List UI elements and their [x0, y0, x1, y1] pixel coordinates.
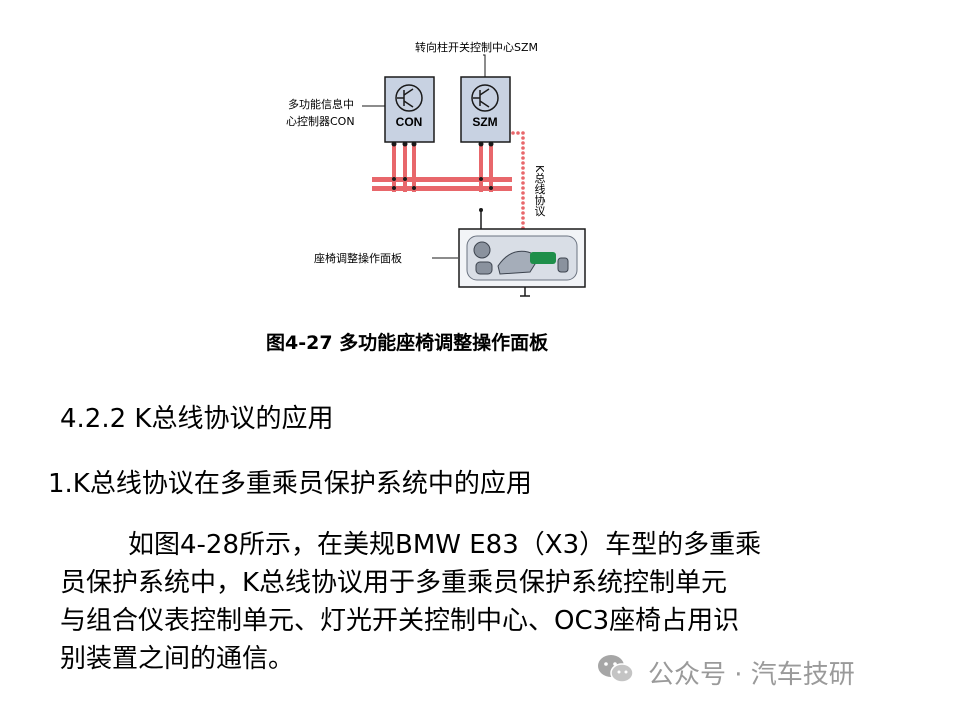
con-module: CON: [384, 76, 435, 143]
con-module-label: CON: [396, 115, 423, 129]
seat-panel-label: 座椅调整操作面板: [314, 252, 402, 265]
pointer-lines: [362, 54, 486, 259]
con-pointer-label-line1: 多功能信息中: [288, 98, 354, 111]
con-wires: [392, 145, 416, 192]
kbus-label: K总线协议: [533, 165, 546, 217]
paragraph-line-4: 别装置之间的通信。: [60, 644, 295, 674]
section-heading: 4.2.2 K总线协议的应用: [60, 404, 334, 434]
seat-panel: [458, 208, 586, 297]
watermark-text: 公众号 · 汽车技研: [648, 660, 855, 690]
subsection-heading: 1.K总线协议在多重乘员保护系统中的应用: [48, 469, 532, 499]
kbus-dotted-line: [511, 131, 525, 230]
wechat-icon: [596, 652, 636, 686]
szm-module: SZM: [460, 76, 511, 143]
con-pointer-label-line2: 心控制器CON: [286, 115, 355, 128]
bus-lines: [372, 177, 512, 191]
paragraph-line-1: 如图4-28所示，在美规BMW E83（X3）车型的多重乘: [128, 530, 762, 560]
paragraph-line-2: 员保护系统中，K总线协议用于多重乘员保护系统控制单元: [60, 568, 728, 598]
bus-diagram: CON SZM: [362, 54, 586, 297]
szm-wires: [479, 145, 493, 192]
paragraph-line-3: 与组合仪表控制单元、灯光开关控制中心、OC3座椅占用识: [60, 606, 740, 636]
figure-caption: 图4-27 多功能座椅调整操作面板: [266, 332, 549, 354]
szm-module-label: SZM: [472, 115, 497, 129]
szm-pointer-label: 转向柱开关控制中心SZM: [415, 41, 539, 54]
